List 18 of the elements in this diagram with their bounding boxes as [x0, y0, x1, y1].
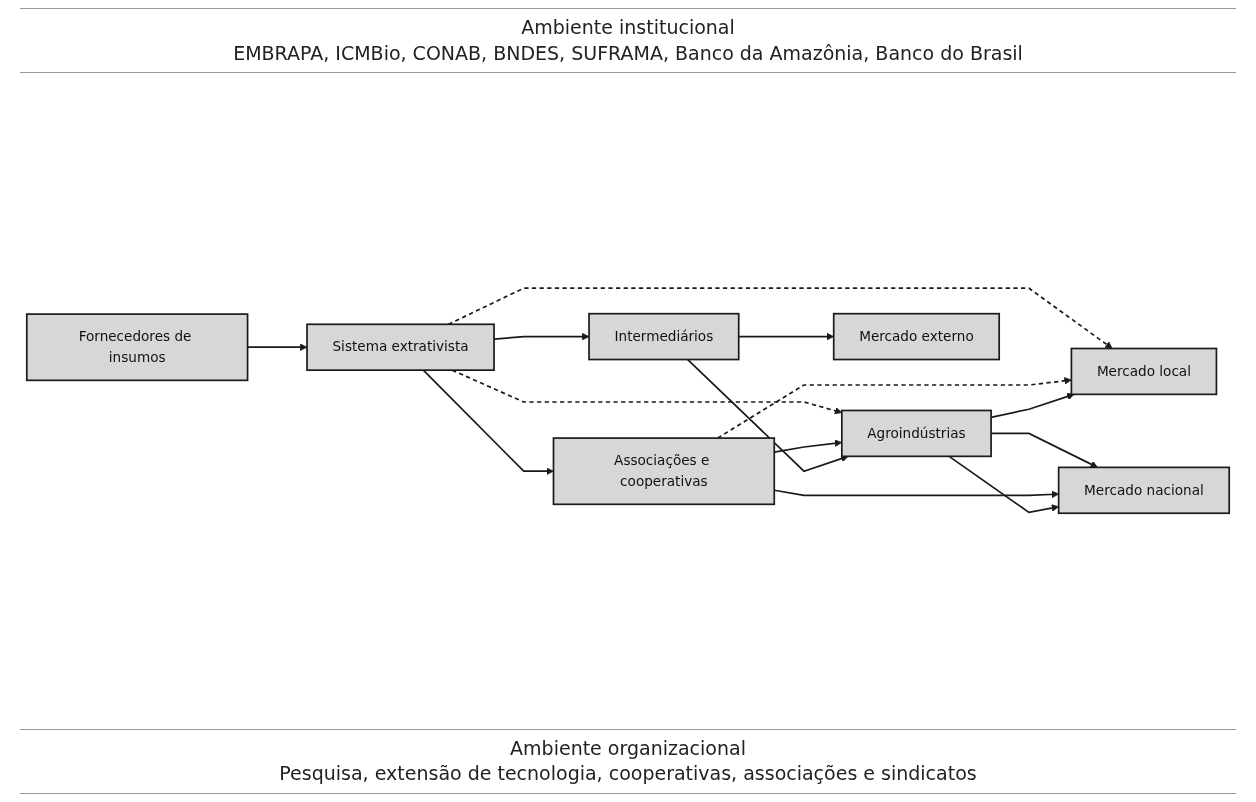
node-box: Fornecedores de insumos — [25, 313, 249, 382]
node-box: Intermediários — [588, 313, 740, 361]
node-box: Associações e cooperativas — [552, 437, 776, 506]
band-heading: Ambiente organizacional — [509, 735, 747, 761]
band-text: EMBRAPA, ICMBio, CONAB, BNDES, SUFRAMA, Banco da Amazônia, Banco do Brasil — [232, 40, 1024, 66]
arrow — [447, 287, 1113, 350]
arrow — [422, 369, 554, 476]
node-box: Mercado local — [1070, 347, 1218, 396]
node-box: Sistema extrativista — [306, 323, 495, 372]
band-text: Pesquisa, extensão de tecnologia, cooperativas, associações e sindicatos — [278, 761, 978, 787]
node-box: Mercado externo — [832, 313, 1001, 361]
node-box: Mercado nacional — [1057, 466, 1231, 515]
arrow — [686, 358, 849, 473]
arrow — [716, 377, 1072, 440]
band-heading: Ambiente institucional — [520, 15, 736, 40]
node-box: Agroindústrias — [840, 409, 992, 458]
arrow — [948, 455, 1059, 514]
arrow — [451, 369, 843, 415]
